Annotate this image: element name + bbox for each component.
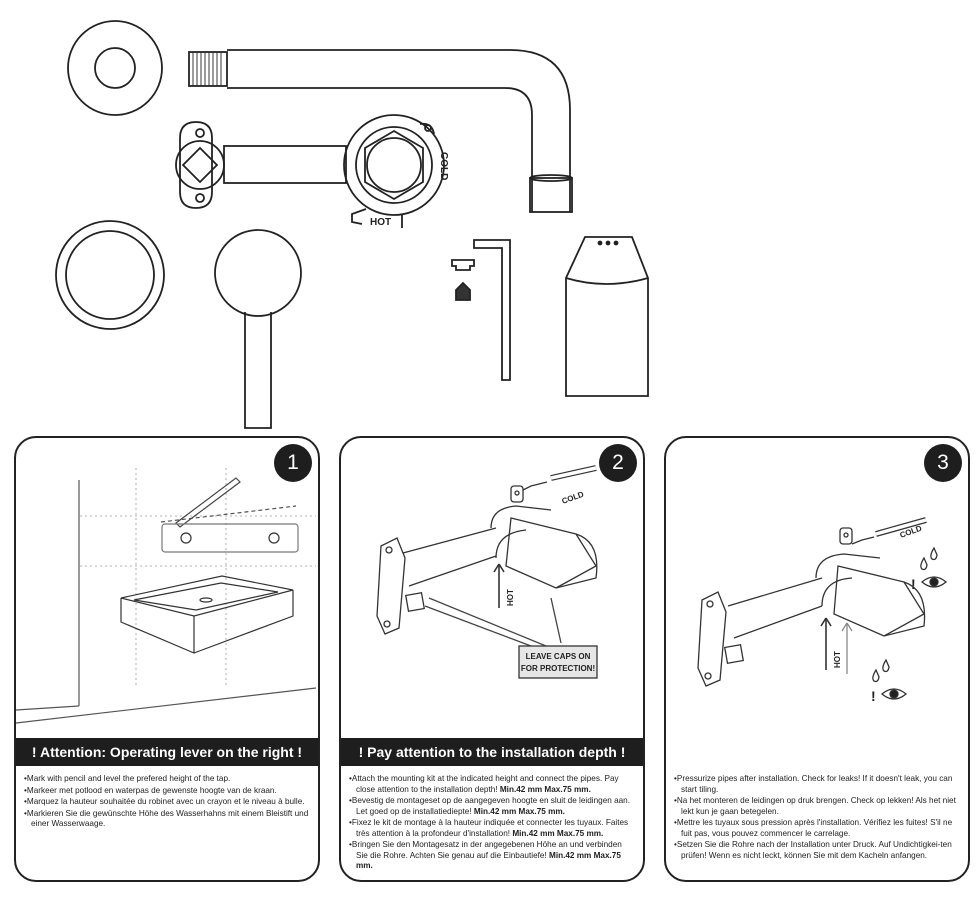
step-number-badge: 2	[599, 444, 637, 482]
instruction-en: Pressurize pipes after installation. Che…	[674, 774, 960, 795]
svg-text:!: !	[871, 688, 876, 704]
cover-cone-drawing	[565, 236, 649, 397]
instruction-de: Setzen Sie die Rohre nach der Installati…	[674, 840, 960, 861]
cold-pipe-label: COLD	[561, 490, 586, 506]
step-number-badge: 1	[274, 444, 312, 482]
instruction-nl: Markeer met potlood en waterpas de gewen…	[24, 786, 310, 797]
hot-pipe-label: HOT	[833, 651, 842, 668]
step-panel-1: 1 ! Attention: Operating lever on the ri…	[14, 436, 320, 882]
large-flange-drawing	[55, 220, 165, 330]
valve-hot-label: HOT	[370, 217, 391, 228]
caps-callout-line-2: FOR PROTECTION!	[521, 664, 595, 673]
step-banner: ! Attention: Operating lever on the righ…	[16, 738, 318, 766]
small-flange-drawing	[67, 20, 163, 116]
parts-overview: HOT COLD	[55, 20, 649, 429]
step-panel-2: 2 COLD HOT LEAVE CAPS ON FOR PROTECTION!…	[339, 436, 645, 882]
step-banner: ! Pay attention to the installation dept…	[341, 738, 643, 766]
instruction-nl: Na het monteren de leidingen op druk bre…	[674, 796, 960, 817]
caps-callout-line-1: LEAVE CAPS ON	[526, 652, 591, 661]
leak-check-icon-hot: !	[871, 658, 908, 704]
step-instructions: Pressurize pipes after installation. Che…	[674, 774, 960, 862]
small-parts-drawing	[451, 239, 511, 381]
spout-drawing	[188, 49, 573, 213]
step-panel-3: 3 COLD HOT !	[664, 436, 970, 882]
instruction-fr: Fixez le kit de montage à la hauteur ind…	[349, 818, 635, 839]
step-3-illustration: COLD HOT ! !	[697, 517, 948, 704]
step-number-badge: 3	[924, 444, 962, 482]
instruction-de: Markieren Sie die gewünschte Höhe des Wa…	[24, 809, 310, 830]
mixer-body-drawing: HOT COLD	[175, 114, 449, 228]
hot-pipe-label: HOT	[506, 589, 515, 606]
svg-text:!: !	[911, 576, 916, 592]
instruction-en: Mark with pencil and level the prefered …	[24, 774, 310, 785]
step-instructions: Mark with pencil and level the prefered …	[24, 774, 310, 831]
lever-handle-drawing	[214, 229, 302, 429]
leak-check-icon-cold: !	[911, 546, 948, 592]
step-instructions: Attach the mounting kit at the indicated…	[349, 774, 635, 873]
valve-cold-label: COLD	[438, 152, 449, 180]
step-1-illustration	[16, 468, 317, 724]
instruction-fr: Marquez la hauteur souhaitée du robinet …	[24, 797, 310, 808]
step-2-illustration: COLD HOT LEAVE CAPS ON FOR PROTECTION!	[376, 465, 598, 679]
instruction-nl: Bevestig de montageset op de aangegeven …	[349, 796, 635, 817]
instruction-fr: Mettre les tuyaux sous pression après l'…	[674, 818, 960, 839]
instruction-de: Bringen Sie den Montagesatz in der angeg…	[349, 840, 635, 872]
instruction-en: Attach the mounting kit at the indicated…	[349, 774, 635, 795]
